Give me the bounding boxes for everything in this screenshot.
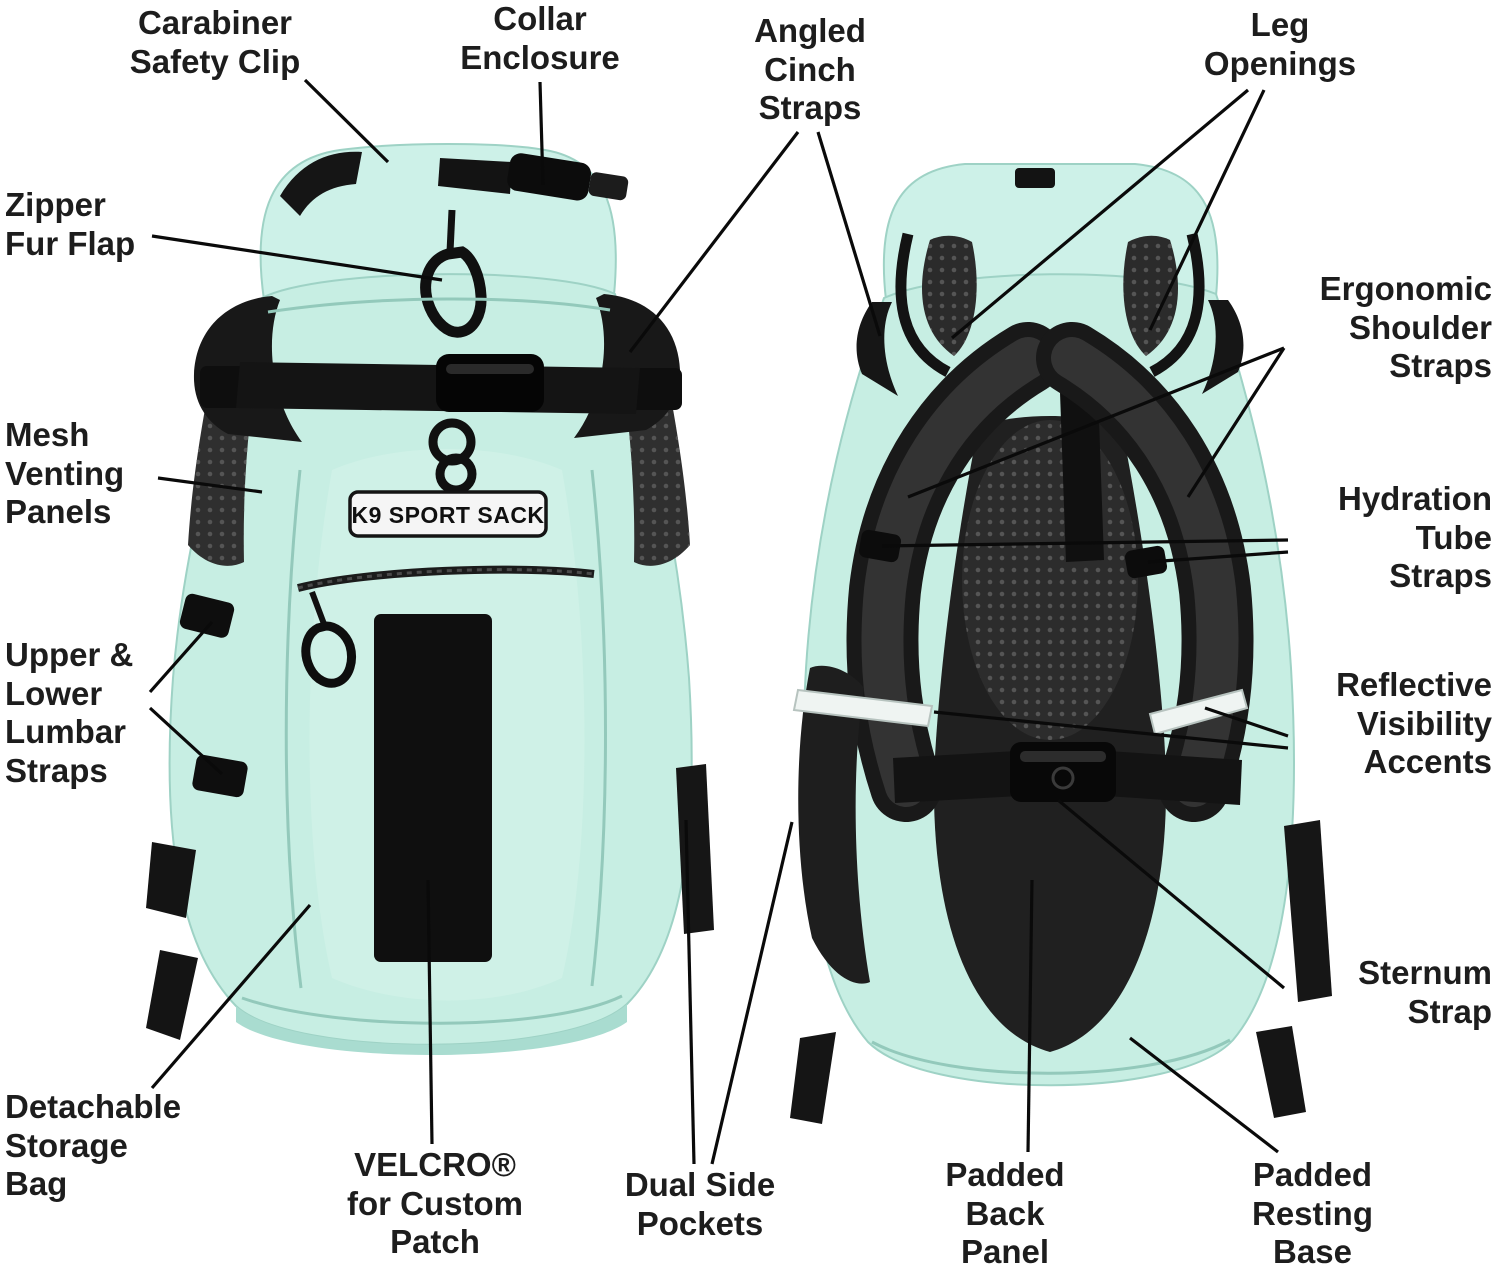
label-sternum-strap: Sternum Strap	[1358, 954, 1492, 1030]
strap-adjuster-right	[630, 368, 682, 410]
back-side-pocket-left	[798, 665, 870, 984]
label-padded-resting-base: Padded Resting Base	[1251, 1156, 1373, 1270]
label-padded-back-panel: Padded Back Panel	[945, 1156, 1065, 1270]
velcro-panel	[374, 614, 492, 962]
leader-shoulder-left	[907, 346, 1285, 499]
leader-pocket-back	[710, 821, 794, 1165]
label-collar-enclosure: Collar Enclosure	[460, 0, 620, 76]
leader-velcro	[426, 879, 434, 1145]
leader-resting-base	[1129, 1036, 1279, 1154]
leader-shoulder-right	[1186, 347, 1286, 498]
leg-opening-right	[1123, 235, 1178, 356]
collar-enclosure-buckle	[507, 153, 629, 201]
leader-reflective-right	[1204, 706, 1289, 738]
label-zipper-fur-flap: Zipper Fur Flap	[5, 186, 136, 262]
lumbar-strap-lower	[192, 754, 248, 798]
leader-cinch-back	[816, 131, 882, 337]
leg-opening-left	[922, 235, 977, 356]
leader-lumbar-upper	[148, 620, 214, 694]
leader-hydration-right	[1147, 550, 1289, 564]
carabiner-clip	[420, 246, 487, 338]
sternum-strap-right	[1106, 751, 1242, 805]
leader-back-panel	[1026, 879, 1034, 1153]
padded-resting-base-seam	[871, 1038, 1231, 1075]
leader-lumbar-lower	[148, 706, 224, 776]
lumbar-strap-upper	[179, 593, 235, 638]
leader-sternum	[1056, 798, 1286, 990]
front-view-illustration: K9 SPORT SACK	[146, 143, 714, 1055]
leader-zipper-flap	[151, 234, 443, 282]
leader-leg-left	[950, 88, 1250, 340]
leader-reflective-left	[933, 710, 1289, 750]
logo-patch: K9 SPORT SACK	[348, 490, 548, 538]
side-pocket-strap-right	[676, 764, 714, 934]
back-cinch-right	[1202, 300, 1244, 394]
chest-strap-buckle	[436, 354, 544, 412]
leader-storage-bag	[150, 903, 312, 1090]
label-dual-side-pockets: Dual Side Pockets	[624, 1166, 776, 1242]
leader-leg-right	[1148, 89, 1266, 331]
leader-collar	[538, 81, 545, 186]
label-carabiner-safety-clip: Carabiner Safety Clip	[129, 4, 301, 80]
leader-pocket-front	[684, 819, 696, 1165]
label-ergonomic-shoulder-straps: Ergonomic Shoulder Straps	[1319, 270, 1492, 385]
back-view-illustration	[790, 163, 1332, 1124]
leader-cinch-front	[628, 131, 800, 353]
hydration-loop-right	[1124, 545, 1168, 579]
label-velcro-for-custom-patch: VELCRO® for Custom Patch	[347, 1146, 523, 1261]
leader-lines	[148, 78, 1289, 1165]
collar-strap	[438, 158, 512, 194]
label-hydration-tube-straps: Hydration Tube Straps	[1337, 480, 1492, 595]
label-mesh-venting-panels: Mesh Venting Panels	[5, 416, 125, 531]
sternum-strap-left	[893, 751, 1020, 803]
reflective-accent-left	[792, 688, 934, 728]
shoulder-strap-right	[1036, 322, 1254, 822]
logo-text: K9 SPORT SACK	[351, 502, 544, 528]
label-angled-cinch-straps: Angled Cinch Straps	[754, 12, 866, 127]
label-leg-openings: Leg Openings	[1203, 6, 1357, 82]
sternum-strap-buckle	[1010, 742, 1116, 802]
label-reflective-visibility-accents: Reflective Visibility Accents	[1336, 666, 1492, 781]
gear-ring-bottom	[435, 453, 477, 495]
zipper-pull-clip	[301, 621, 356, 688]
shoulder-strap-left	[846, 322, 1064, 822]
label-detachable-storage-bag: Detachable Storage Bag	[5, 1088, 182, 1203]
leader-carabiner	[303, 78, 390, 164]
label-upper-lower-lumbar-straps: Upper & Lower Lumbar Straps	[5, 636, 134, 789]
top-strap	[280, 151, 362, 216]
leader-hydration-left	[881, 538, 1289, 548]
padded-back-panel	[933, 416, 1167, 1052]
hydration-loop-left	[858, 529, 902, 563]
back-cinch-left	[856, 302, 898, 396]
reflective-accent-right	[1148, 688, 1249, 736]
leader-mesh	[157, 476, 263, 494]
